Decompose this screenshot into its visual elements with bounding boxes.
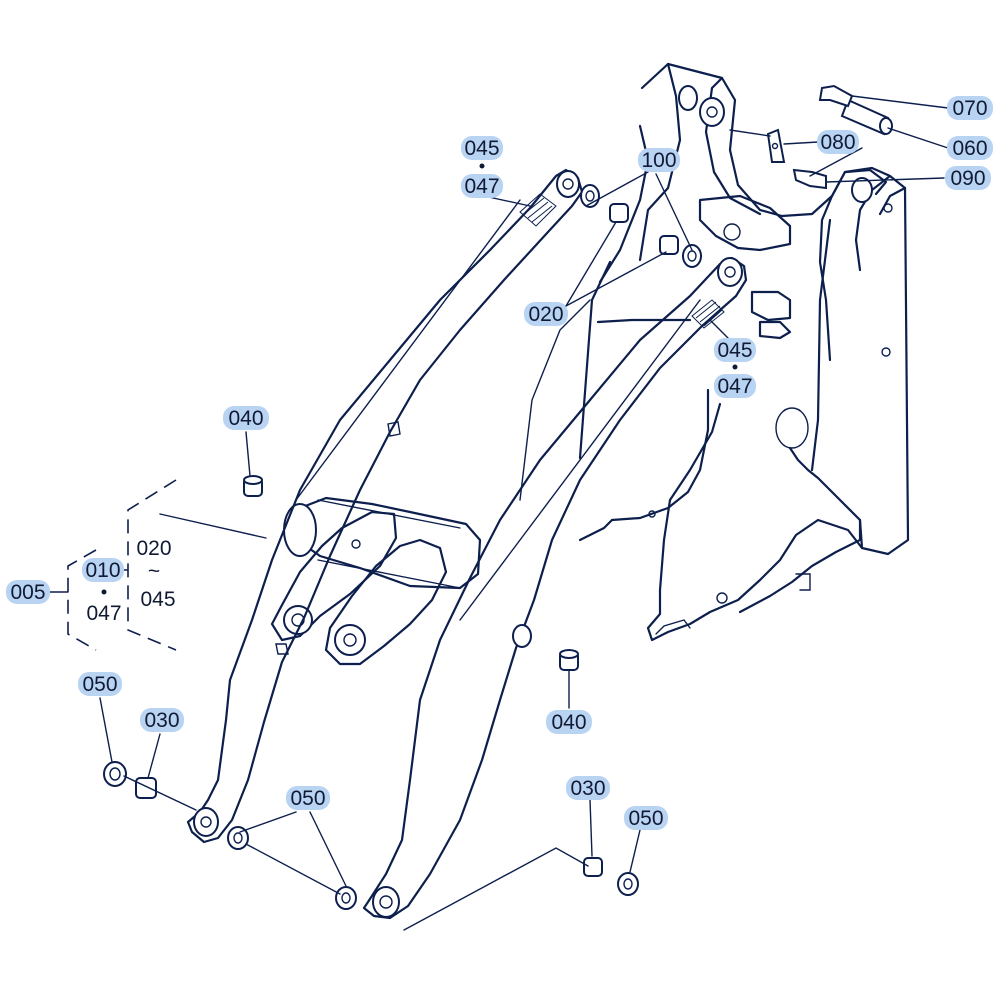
assembly-group-brackets [49,479,177,651]
callout-060: 060 [947,136,993,160]
washer-050-center-low [335,886,357,910]
svg-text:090: 090 [950,167,985,190]
svg-text:030: 030 [144,709,179,732]
callout-030-left: 030 [140,708,184,732]
washer-050-left-mid [227,826,249,850]
svg-text:050: 050 [82,673,117,696]
callout-047: 047 [717,375,752,398]
svg-text:030: 030 [570,777,605,800]
callout-005: 005 [6,580,50,604]
svg-text:050: 050 [628,807,663,830]
callout-050-middle: 050 [286,786,330,810]
bushing-030-right [583,857,603,877]
callout-045-047-right: 045 047 [714,338,756,398]
callout-050-far-left: 050 [78,672,122,696]
callout-050-right: 050 [624,806,668,830]
callout-100: 100 [638,148,680,172]
bushing-040-right [559,649,579,671]
callout-070: 070 [947,96,993,120]
callout-040-left: 040 [223,406,269,430]
range-start-020: 020 [136,537,171,560]
callout-005-047: 047 [86,589,122,625]
left-arm-decal [519,193,557,227]
callout-045-047-upper: 045 047 [461,136,503,198]
bushing-020-upper [609,203,629,223]
svg-text:020: 020 [528,303,563,326]
washer-050-right [617,872,639,896]
bolt-090 [792,168,827,190]
callout-030-right: 030 [566,776,610,800]
svg-text:040: 040 [551,711,586,734]
right-arm-decal [691,299,725,329]
svg-text:100: 100 [641,149,676,172]
bushing-030-left [135,777,157,799]
callout-020: 020 [524,302,568,326]
svg-text:047: 047 [86,602,121,625]
callout-040-right: 040 [546,710,592,734]
cross-tube [270,496,482,666]
pin-060 [840,98,893,136]
callout-080: 080 [817,130,859,154]
loader-frame-bracket [519,62,910,642]
svg-text:080: 080 [820,131,855,154]
range-end-045: 045 [140,588,175,611]
washer-100 [682,244,702,268]
svg-text:050: 050 [290,787,325,810]
left-boom-arm [186,168,584,844]
washer-050-far-left [103,761,127,787]
bushing-040-left [243,475,263,497]
svg-text:005: 005 [10,581,45,604]
callout-045: 045 [464,137,499,160]
callout-010-range: 020 ~ 045 [136,537,175,611]
right-boom-arm [362,256,748,920]
bushing-020-lower [659,235,679,255]
svg-text:070: 070 [952,97,987,120]
plate-080 [766,128,786,163]
svg-text:060: 060 [952,137,987,160]
svg-text:040: 040 [228,407,263,430]
callout-045: 045 [717,339,752,362]
callout-047: 047 [464,175,499,198]
svg-text:010: 010 [85,559,120,582]
bolt-070 [818,84,854,108]
leader-lines [99,95,949,931]
callout-090: 090 [945,166,991,190]
callout-010: 010 [82,558,124,582]
range-wave: ~ [148,560,160,583]
